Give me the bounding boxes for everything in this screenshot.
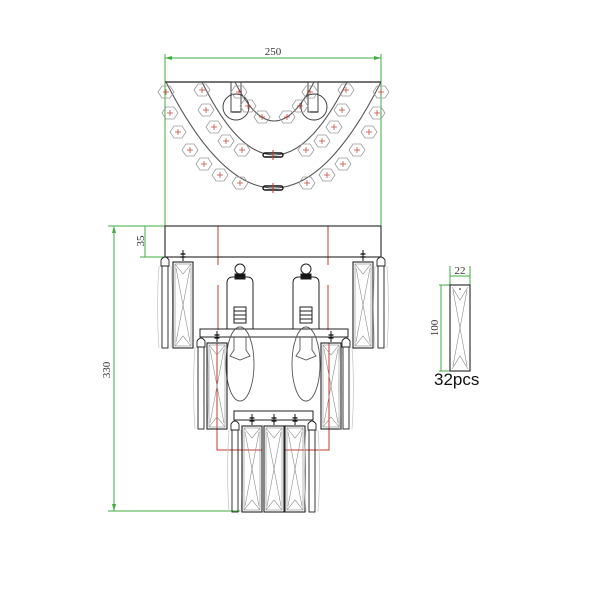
crystal-detail: 22 100 (429, 265, 471, 372)
crystal-width-label: 22 (455, 265, 466, 277)
canopy-dimension: 35 (135, 226, 165, 258)
candle-bulbs (225, 326, 321, 402)
width-dimension-label: 250 (265, 46, 282, 58)
middle-bead-arc (193, 81, 355, 160)
crystal-quantity-label: 32pcs (434, 370, 480, 389)
top-view: 250 (157, 46, 390, 226)
bottom-tier (227, 413, 320, 513)
candle-holders-plan (222, 81, 328, 121)
middle-bar (199, 328, 349, 338)
canopy (164, 225, 382, 258)
height-dimension-label: 330 (101, 361, 113, 378)
front-view: 330 35 (101, 225, 389, 513)
crystal-prism-detail (449, 284, 471, 372)
canopy-dimension-label: 35 (135, 235, 147, 247)
crystal-width-dimension: 22 (449, 265, 471, 285)
outer-bead-arc (157, 81, 390, 193)
crystal-height-label: 100 (429, 319, 441, 336)
inner-bead-arc (230, 81, 319, 124)
candle-holders (226, 263, 320, 329)
crystal-height-dimension: 100 (429, 284, 450, 372)
top-tier (157, 249, 389, 349)
height-dimension: 330 (101, 225, 240, 512)
